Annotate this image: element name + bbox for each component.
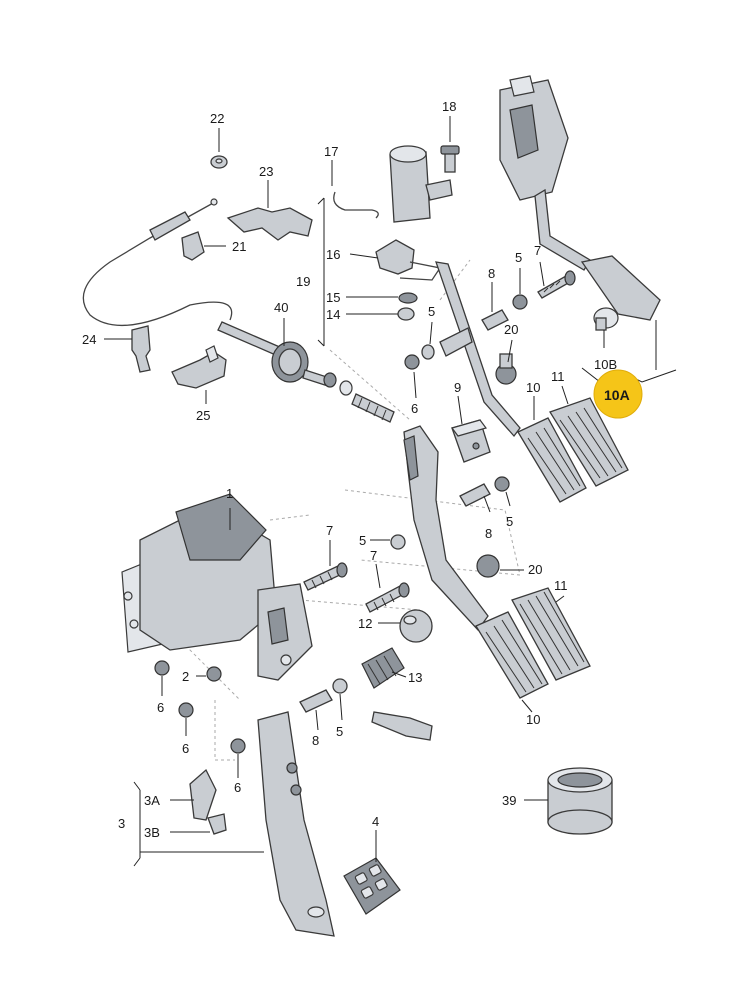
part-23-clip[interactable] <box>226 207 313 241</box>
callout-4[interactable]: 4 <box>372 814 379 829</box>
part-10-pedal-upper[interactable] <box>517 417 587 503</box>
callout-18[interactable]: 18 <box>442 99 456 114</box>
part-20-stop-lower[interactable] <box>476 554 500 578</box>
release-cable[interactable] <box>82 198 233 326</box>
brake-pedal-arm[interactable] <box>403 425 489 632</box>
clutch-pedal-arm[interactable] <box>257 711 335 937</box>
part-24-bracket[interactable] <box>131 325 151 373</box>
part-10-pedal-lower[interactable] <box>475 611 549 699</box>
callout-3A[interactable]: 3A <box>144 793 160 808</box>
part-10A-accelerator-pedal[interactable] <box>499 75 661 321</box>
part-11-pad-lower[interactable] <box>511 587 591 681</box>
part-5-bushing-bracket[interactable] <box>390 534 406 550</box>
callout-19[interactable]: 19 <box>296 274 310 289</box>
callout-5-bracket[interactable]: 5 <box>359 533 366 548</box>
callout-5-mid[interactable]: 5 <box>428 304 435 319</box>
part-5-bushing-mid[interactable] <box>421 344 435 360</box>
part-15-bushing[interactable] <box>398 292 418 304</box>
part-7-bolt-upper[interactable] <box>537 270 576 299</box>
part-5-bushing-left[interactable] <box>230 738 246 754</box>
callout-5-lower[interactable]: 5 <box>336 724 343 739</box>
push-rod-fittings <box>339 380 395 423</box>
part-9-switch[interactable] <box>450 419 491 463</box>
callout-1[interactable]: 1 <box>226 486 233 501</box>
part-21-clip[interactable] <box>181 231 205 261</box>
callout-13[interactable]: 13 <box>408 670 422 685</box>
part-20-stop-upper[interactable] <box>495 353 517 385</box>
callout-8-lower[interactable]: 8 <box>312 733 319 748</box>
pedal-rod-upper[interactable] <box>435 261 521 438</box>
callout-8-upper[interactable]: 8 <box>488 266 495 281</box>
part-8-pin-lower[interactable] <box>299 689 333 713</box>
callout-16[interactable]: 16 <box>326 247 340 262</box>
part-39-sleeve[interactable] <box>547 767 613 835</box>
leader-lines <box>104 116 677 867</box>
callout-10-lower[interactable]: 10 <box>526 712 540 727</box>
callout-5-right[interactable]: 5 <box>506 514 513 529</box>
callout-12[interactable]: 12 <box>358 616 372 631</box>
part-3B-clip[interactable] <box>207 813 227 835</box>
callout-40[interactable]: 40 <box>274 300 288 315</box>
callout-14[interactable]: 14 <box>326 307 340 322</box>
callout-23[interactable]: 23 <box>259 164 273 179</box>
callout-5-left[interactable]: 6 <box>234 780 241 795</box>
part-11-pad-upper[interactable] <box>549 397 629 487</box>
part-4-pedal-pad[interactable] <box>343 857 401 915</box>
callout-11-upper[interactable]: 11 <box>551 369 565 384</box>
callout-10-upper[interactable]: 10 <box>526 380 540 395</box>
callout-11-lower[interactable]: 11 <box>554 578 568 593</box>
callout-25[interactable]: 25 <box>196 408 210 423</box>
callout-labels: 22 23 21 17 18 16 19 15 14 24 40 25 8 5 … <box>82 99 630 840</box>
callout-8-mid[interactable]: 8 <box>485 526 492 541</box>
part-3A-clip[interactable] <box>189 768 217 821</box>
part-8-pin-upper[interactable] <box>481 309 509 331</box>
callout-6-left-b[interactable]: 6 <box>182 741 189 756</box>
clevis-rod[interactable] <box>371 711 433 741</box>
part-8-pin-mid[interactable] <box>459 483 491 507</box>
callout-17[interactable]: 17 <box>324 144 338 159</box>
highlight-badge <box>593 369 643 419</box>
callout-39[interactable]: 39 <box>502 793 516 808</box>
callout-7-upper[interactable]: 7 <box>534 243 541 258</box>
callout-10A[interactable]: 10A <box>604 387 630 403</box>
master-cylinder[interactable] <box>389 145 453 223</box>
callout-6-mid[interactable]: 6 <box>411 401 418 416</box>
callout-7-b[interactable]: 7 <box>370 548 377 563</box>
callout-15[interactable]: 15 <box>326 290 340 305</box>
callout-5-upper[interactable]: 5 <box>515 250 522 265</box>
callout-3B[interactable]: 3B <box>144 825 160 840</box>
part-10B-stop[interactable] <box>593 307 619 331</box>
part-12-ball[interactable] <box>399 609 433 643</box>
part-14-nut[interactable] <box>397 307 415 321</box>
part-6-nut-left-b[interactable] <box>178 702 194 718</box>
part-18-bolt[interactable] <box>440 145 460 173</box>
callout-7-a[interactable]: 7 <box>326 523 333 538</box>
callout-6-left-a[interactable]: 6 <box>157 700 164 715</box>
part-6-nut-mid[interactable] <box>404 354 420 370</box>
part-7-bolt-a[interactable] <box>303 562 348 591</box>
callout-3[interactable]: 3 <box>118 816 125 831</box>
part-16-lever[interactable] <box>375 239 415 275</box>
callout-24[interactable]: 24 <box>82 332 96 347</box>
part-17-wire-bracket[interactable] <box>333 191 379 219</box>
part-5-bushing-lower[interactable] <box>332 678 348 694</box>
part-2-nut[interactable] <box>206 666 222 682</box>
callout-22[interactable]: 22 <box>210 111 224 126</box>
part-40-rod[interactable] <box>217 321 337 388</box>
callout-20-upper[interactable]: 20 <box>504 322 518 337</box>
part-1-pedal-bracket[interactable] <box>121 493 313 681</box>
callout-2[interactable]: 2 <box>182 669 189 684</box>
callout-21[interactable]: 21 <box>232 239 246 254</box>
callout-10B[interactable]: 10B <box>594 357 617 372</box>
part-6-nut-left-a[interactable] <box>154 660 170 676</box>
part-5-bushing-right[interactable] <box>494 476 510 492</box>
callout-9[interactable]: 9 <box>454 380 461 395</box>
part-7-bolt-b[interactable] <box>365 582 410 613</box>
part-13-spring[interactable] <box>361 647 405 689</box>
callout-20-lower[interactable]: 20 <box>528 562 542 577</box>
